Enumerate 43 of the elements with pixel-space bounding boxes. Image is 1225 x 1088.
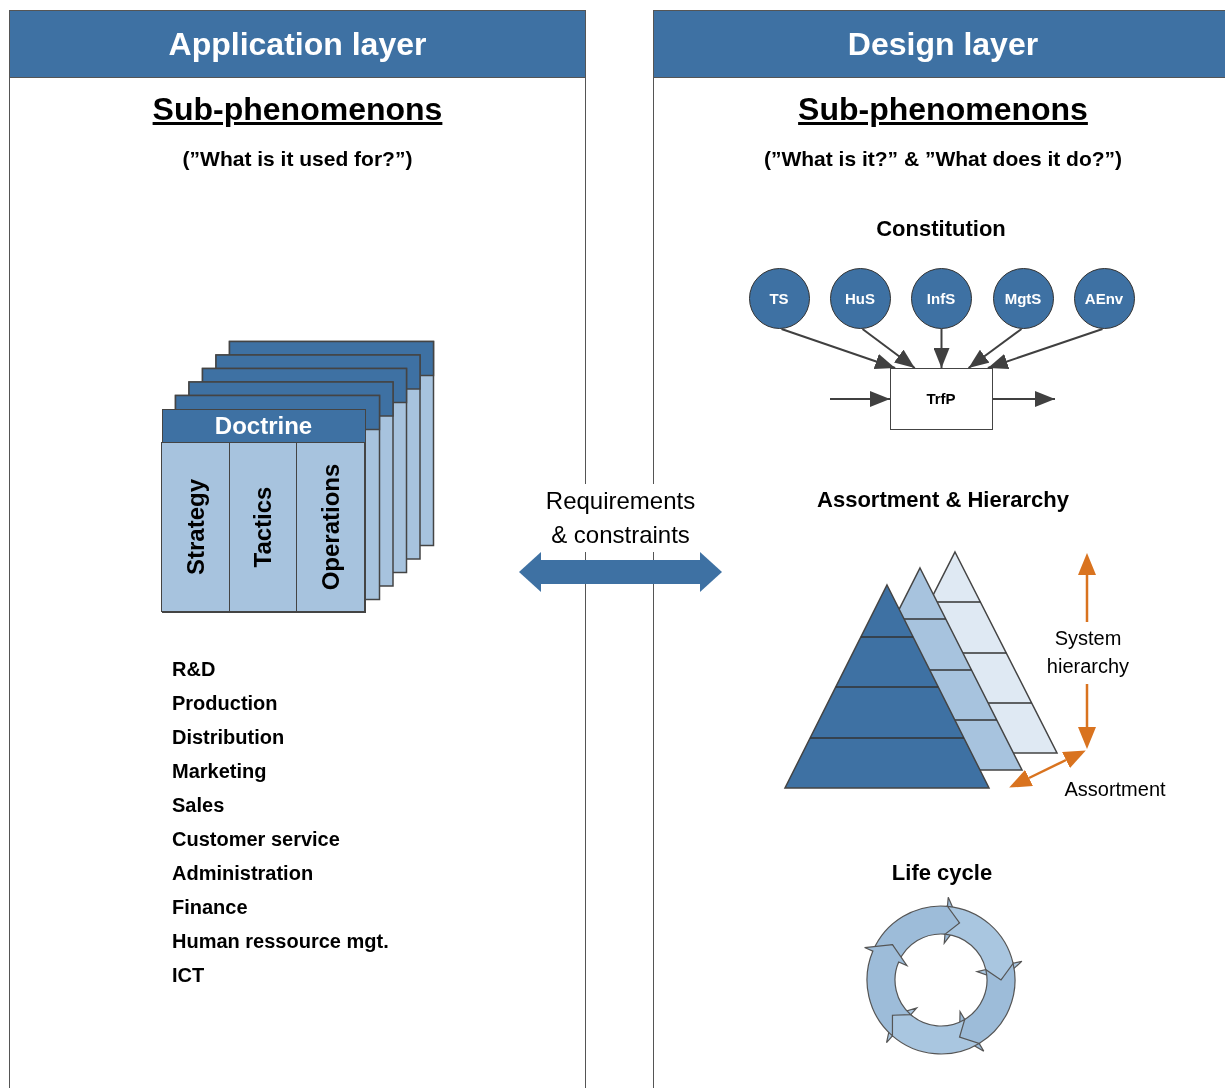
list-item: Administration	[172, 862, 314, 885]
list-item: Sales	[172, 794, 225, 817]
circle-node: InfS	[910, 267, 972, 329]
list-item: Production	[172, 692, 278, 715]
card-header: Doctrine	[162, 409, 365, 444]
process-box: TrfP	[889, 367, 993, 430]
column-label: Tactics	[249, 486, 277, 568]
list-item: Finance	[172, 896, 248, 919]
section-heading: Sub-phenomenons	[798, 91, 1088, 128]
arrow	[519, 552, 722, 592]
arrow	[986, 328, 1104, 370]
title-bar: Design layer	[654, 11, 1225, 78]
circle-node: HuS	[829, 267, 891, 329]
arrow	[933, 328, 950, 369]
section-heading: Constitution	[876, 216, 1006, 242]
title-bar: Application layer	[10, 11, 585, 78]
arrow	[967, 328, 1023, 369]
axis-label: Assortment	[1064, 778, 1166, 801]
arrow	[992, 391, 1056, 407]
circle-node: TS	[748, 267, 810, 329]
section-heading: Assortment & Hierarchy	[817, 487, 1069, 513]
list-item: Human ressource mgt.	[172, 930, 389, 953]
table-column	[161, 442, 230, 612]
arrow	[829, 391, 891, 407]
column-label: Operations	[316, 463, 345, 591]
section-heading: Sub-phenomenons	[152, 91, 443, 128]
axis-label: System hierarchy	[1045, 626, 1131, 679]
arrow	[861, 328, 916, 369]
list-item: ICT	[172, 964, 205, 987]
table-column	[296, 442, 365, 612]
circle-node: AEnv	[1073, 267, 1135, 329]
list-item: Marketing	[172, 760, 267, 783]
circle-node: MgtS	[992, 267, 1054, 329]
subtitle: (”What is it used for?”)	[182, 147, 413, 171]
list-item: Distribution	[172, 726, 285, 749]
arrow	[780, 328, 897, 370]
list-item: R&D	[172, 658, 216, 681]
doctrine-card	[161, 408, 366, 613]
table-column	[229, 442, 297, 612]
column-label: Strategy	[181, 479, 210, 575]
subtitle: (”What is it?” & ”What does it do?”)	[763, 147, 1123, 171]
list-item: Customer service	[172, 828, 340, 851]
section-heading: Life cycle	[891, 860, 993, 886]
